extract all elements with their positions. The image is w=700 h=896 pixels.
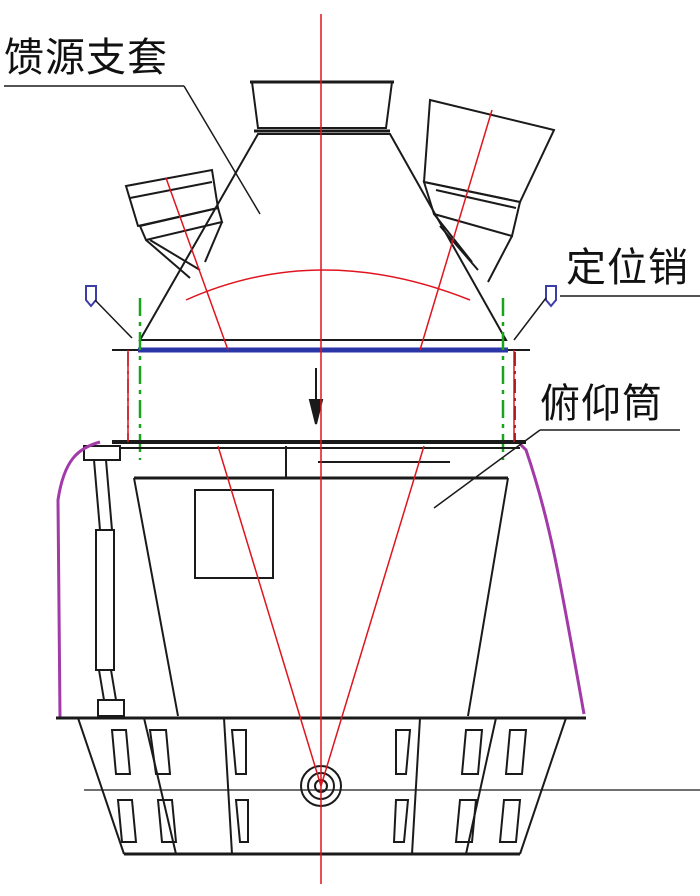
locating-pin-label: 定位销: [566, 245, 689, 291]
base-frame: [56, 716, 700, 856]
left-side-horn: [124, 168, 224, 279]
feed-support-sleeve: [124, 80, 556, 341]
access-hatch: [194, 489, 274, 579]
locating-pin-right: [513, 285, 557, 341]
axis-lines: [127, 14, 515, 884]
pitch-tube-label: 俯仰筒: [540, 381, 663, 427]
cone-arc: [185, 269, 471, 301]
top-funnel: [250, 81, 394, 129]
right-side-horn: [422, 98, 556, 283]
frame-ribs: [110, 717, 528, 855]
pitch-cone-body: [133, 477, 509, 717]
docking-arrow: [308, 368, 324, 425]
feed-support-label: 馈源支套: [4, 35, 168, 81]
cable-contour: [56, 440, 586, 719]
pitch-tube: [112, 440, 526, 717]
locating-pin-left: [85, 285, 133, 339]
cone-body: [138, 133, 508, 341]
actuator-jack: [83, 445, 125, 717]
leader-lines: [4, 85, 700, 509]
alignment-guides: [138, 298, 505, 460]
